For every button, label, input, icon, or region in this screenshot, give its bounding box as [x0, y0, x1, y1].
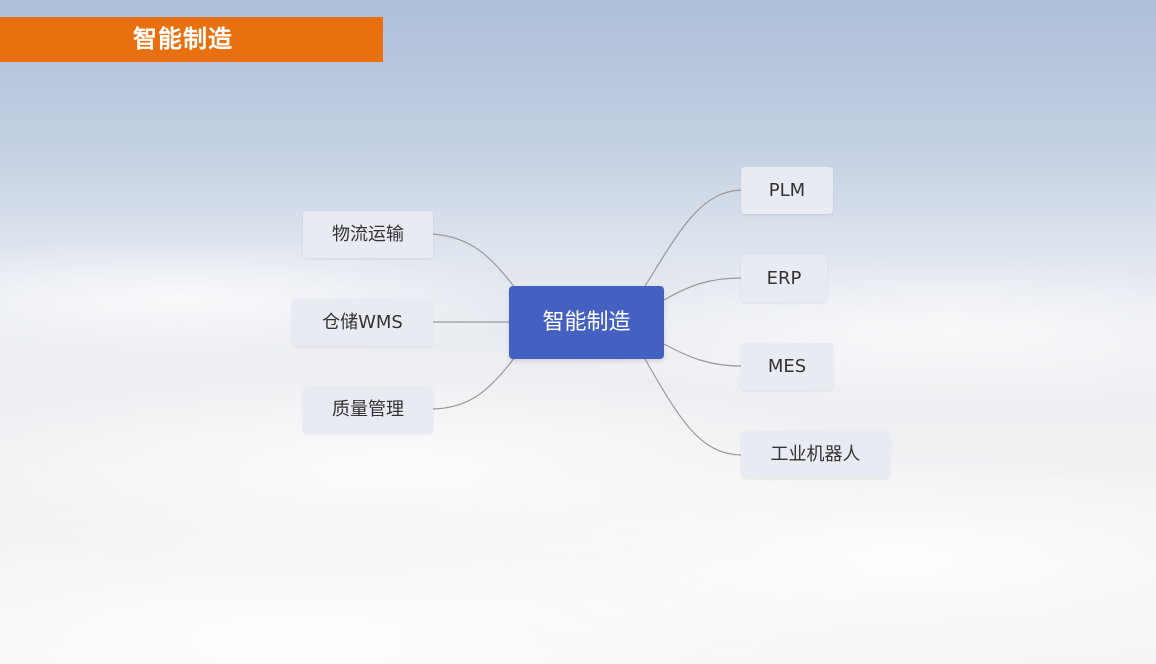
page-title: 智能制造: [133, 25, 233, 53]
branch-node-plm: PLM: [741, 167, 833, 214]
title-bar: 智能制造: [0, 17, 383, 62]
connector-erp: [663, 277, 742, 301]
connector-plm: [644, 189, 742, 287]
center-node: 智能制造: [509, 286, 664, 359]
connector-mes: [663, 343, 742, 367]
branch-node-quality: 质量管理: [303, 387, 433, 433]
connector-robot: [644, 358, 742, 456]
branch-node-logistics: 物流运输: [303, 211, 433, 258]
connector-quality: [432, 356, 516, 410]
branch-node-wms: 仓储WMS: [292, 299, 433, 346]
branch-node-mes: MES: [741, 343, 833, 390]
branch-node-robot: 工业机器人: [741, 431, 890, 478]
branch-node-erp: ERP: [741, 255, 827, 302]
connector-logistics: [432, 233, 516, 289]
